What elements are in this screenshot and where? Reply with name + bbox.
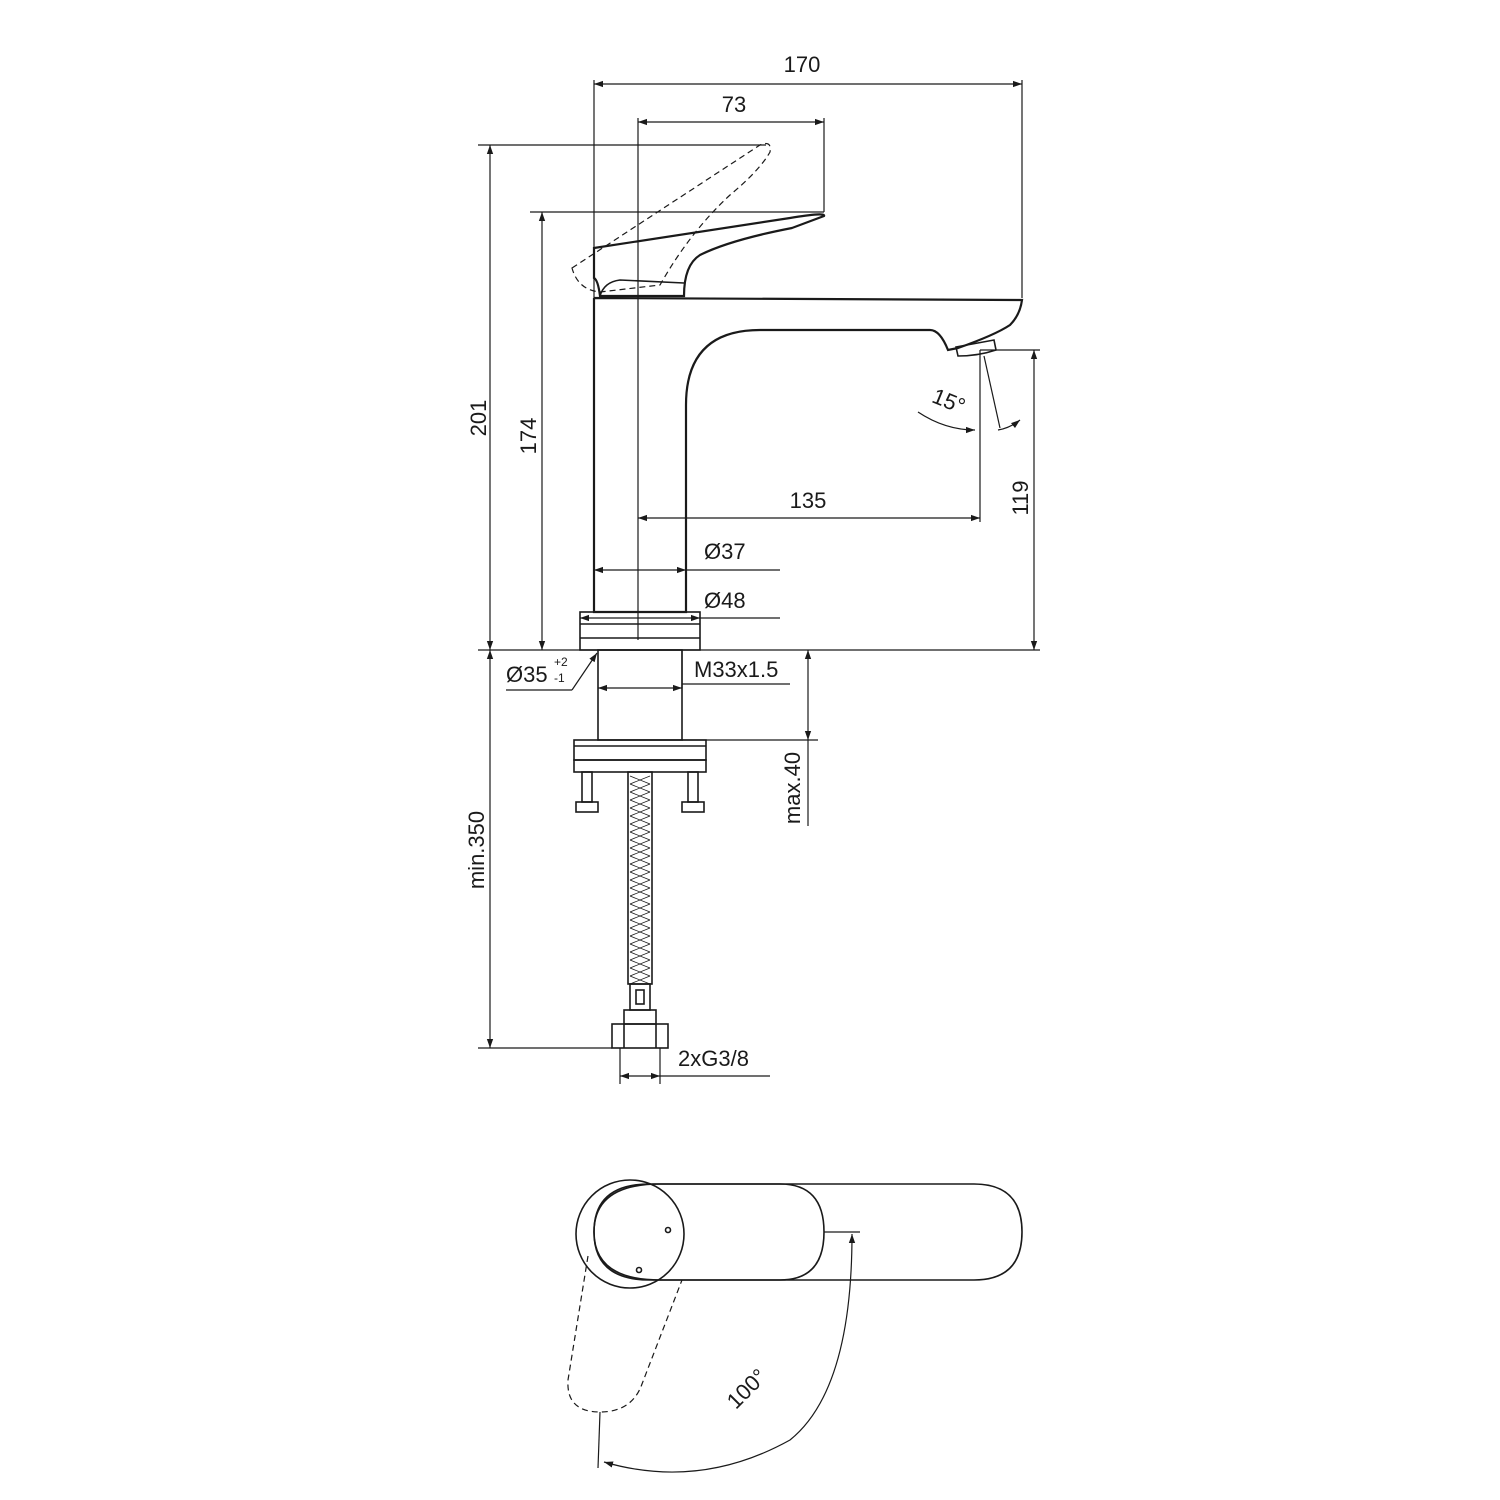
label-d35-tol-plus: +2 [554, 655, 568, 669]
label-min350: min.350 [464, 811, 489, 889]
label-m33: M33x1.5 [694, 657, 778, 682]
threaded-shank [597, 649, 683, 741]
label-d37: Ø37 [704, 539, 746, 564]
label-73: 73 [722, 92, 746, 117]
dim-100-arc [603, 1233, 856, 1473]
label-100deg: 100° [722, 1364, 772, 1414]
label-max40: max.40 [780, 752, 805, 824]
label-d35-tol-minus: -1 [554, 671, 565, 685]
label-174: 174 [516, 418, 541, 455]
label-g38: 2xG3/8 [678, 1046, 749, 1071]
top-view-lever [593, 1183, 825, 1281]
dim-15-arc [917, 411, 976, 434]
label-d48: Ø48 [704, 588, 746, 613]
faucet-top-view [567, 1179, 1023, 1473]
label-201: 201 [466, 400, 491, 437]
dimension-labels: 170 73 201 174 15° 135 119 Ø37 Ø48 Ø35 +… [464, 52, 1033, 1414]
mounting-plate [573, 739, 707, 761]
label-170: 170 [784, 52, 821, 77]
lever-open-dashed [571, 142, 771, 293]
dimension-lines [478, 80, 1040, 1084]
label-15deg: 15° [929, 383, 969, 419]
label-d35: Ø35 [506, 662, 548, 687]
label-119: 119 [1008, 480, 1033, 515]
lever-closed [592, 213, 826, 298]
top-view-rosette [575, 1179, 685, 1289]
faucet-side-view [571, 142, 1024, 1049]
label-135: 135 [790, 488, 827, 513]
hose-nut [611, 1023, 669, 1049]
hose-braid [629, 775, 651, 985]
faucet-body-outline [592, 296, 1024, 614]
dim-d35-leader [571, 652, 598, 691]
top-view-body [593, 1183, 1023, 1281]
